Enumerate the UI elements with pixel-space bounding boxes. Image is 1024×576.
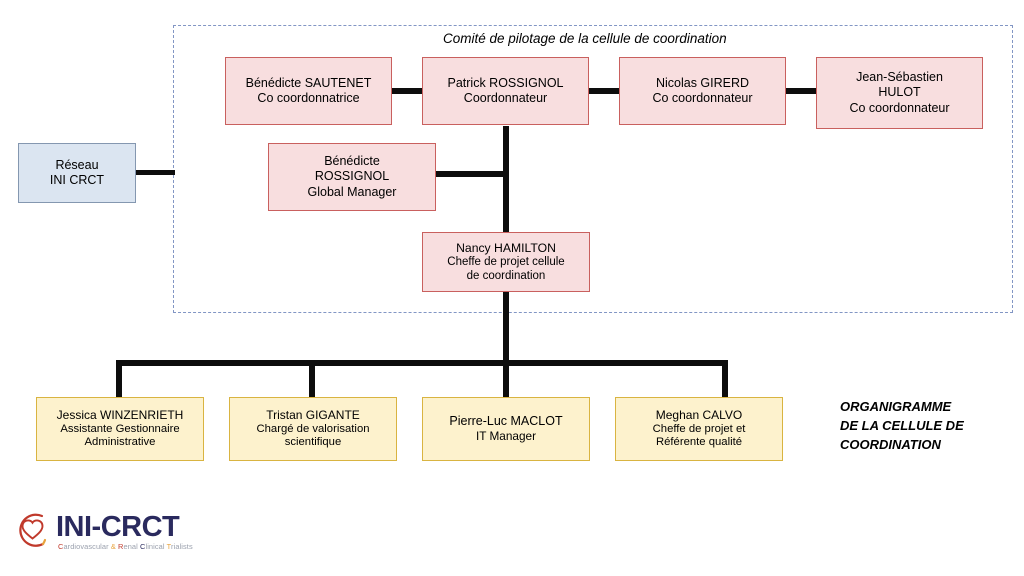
tagline-p5: R — [118, 542, 124, 551]
diagram-caption: ORGANIGRAMME DE LA CELLULE DE COORDINATI… — [840, 399, 964, 452]
connector-trunk-vertical-lower — [503, 292, 509, 366]
node-pierre-luc-maclot[interactable]: Pierre-Luc MACLOT IT Manager — [422, 397, 590, 461]
heart-circle-icon — [19, 513, 47, 547]
member-role: Global Manager — [307, 184, 397, 199]
member-name: Pierre-Luc MACLOT — [449, 414, 563, 429]
connector-drop-maclot — [503, 360, 509, 398]
member-role: Assistante Gestionnaire Administrative — [60, 422, 180, 449]
connector-team-distribution-bar — [116, 360, 728, 366]
ini-crct-logo: INI-CRCT Cardiovascular & Renal Clinical… — [12, 505, 202, 557]
member-role: Coordonnateur — [463, 91, 548, 105]
connector-trunk-vertical-upper — [503, 126, 509, 233]
node-benedicte-sautenet[interactable]: Bénédicte SAUTENET Co coordonnatrice — [225, 57, 392, 125]
connector-drop-gigante — [309, 360, 315, 398]
connector-sautenet-rossignol — [392, 88, 422, 94]
node-reseau-ini-crct[interactable]: Réseau INI CRCT — [18, 143, 136, 203]
reseau-line1: Réseau — [55, 157, 99, 172]
member-name: Bénédicte SAUTENET — [245, 75, 372, 90]
node-benedicte-rossignol-global-manager[interactable]: Bénédicte ROSSIGNOL Global Manager — [268, 143, 436, 211]
logo-wordmark: INI-CRCT — [56, 511, 180, 543]
node-nancy-hamilton[interactable]: Nancy HAMILTON Cheffe de projet cellule … — [422, 232, 590, 292]
connector-network-to-committee — [133, 170, 175, 175]
tagline-p1: C — [58, 542, 64, 551]
node-patrick-rossignol[interactable]: Patrick ROSSIGNOL Coordonnateur — [422, 57, 589, 125]
tagline-p6: enal — [123, 542, 141, 551]
node-nicolas-girerd[interactable]: Nicolas GIRERD Co coordonnateur — [619, 57, 786, 125]
member-name: Nancy HAMILTON — [456, 240, 556, 255]
member-role: Co coordonnatrice — [257, 91, 360, 105]
tagline-p3: & — [110, 542, 116, 551]
steering-committee-container — [173, 25, 1013, 313]
tagline-p8: linical — [145, 542, 167, 551]
node-jessica-winzenrieth[interactable]: Jessica WINZENRIETH Assistante Gestionna… — [36, 397, 204, 461]
member-name: Patrick ROSSIGNOL — [447, 75, 564, 90]
member-role: Chargé de valorisation scientifique — [256, 422, 370, 449]
member-name: Bénédicte ROSSIGNOL — [314, 154, 390, 184]
member-name: Nicolas GIRERD — [655, 75, 750, 90]
node-meghan-calvo[interactable]: Meghan CALVO Cheffe de projet et Référen… — [615, 397, 783, 461]
connector-drop-calvo — [722, 360, 728, 398]
node-jean-sebastien-hulot[interactable]: Jean-Sébastien HULOT Co coordonnateur — [816, 57, 983, 129]
connector-drop-winzenrieth — [116, 360, 122, 398]
connector-girerd-hulot — [786, 88, 816, 94]
steering-committee-title: Comité de pilotage de la cellule de coor… — [443, 31, 727, 46]
member-role: Co coordonnateur — [849, 100, 950, 115]
member-name: Jessica WINZENRIETH — [56, 407, 184, 422]
logo-tagline: Cardiovascular & Renal Clinical Trialist… — [58, 542, 193, 551]
tagline-p9: T — [166, 542, 172, 551]
member-role: Co coordonnateur — [652, 91, 753, 105]
member-role: Cheffe de projet cellule de coordination — [447, 256, 565, 283]
tagline-p7: C — [140, 542, 146, 551]
member-name: Tristan GIGANTE — [266, 407, 360, 422]
tagline-p10: rialists — [171, 542, 193, 551]
connector-rossignol-girerd — [589, 88, 619, 94]
member-name: Meghan CALVO — [655, 407, 743, 422]
member-name: Jean-Sébastien HULOT — [856, 70, 943, 100]
node-tristan-gigante[interactable]: Tristan GIGANTE Chargé de valorisation s… — [229, 397, 397, 461]
member-role: IT Manager — [475, 429, 537, 444]
member-role: Cheffe de projet et Référente qualité — [652, 422, 746, 449]
connector-trunk-to-global-manager — [436, 171, 506, 177]
tagline-p2: ardiovascular — [63, 542, 111, 551]
reseau-line2: INI CRCT — [49, 173, 105, 187]
